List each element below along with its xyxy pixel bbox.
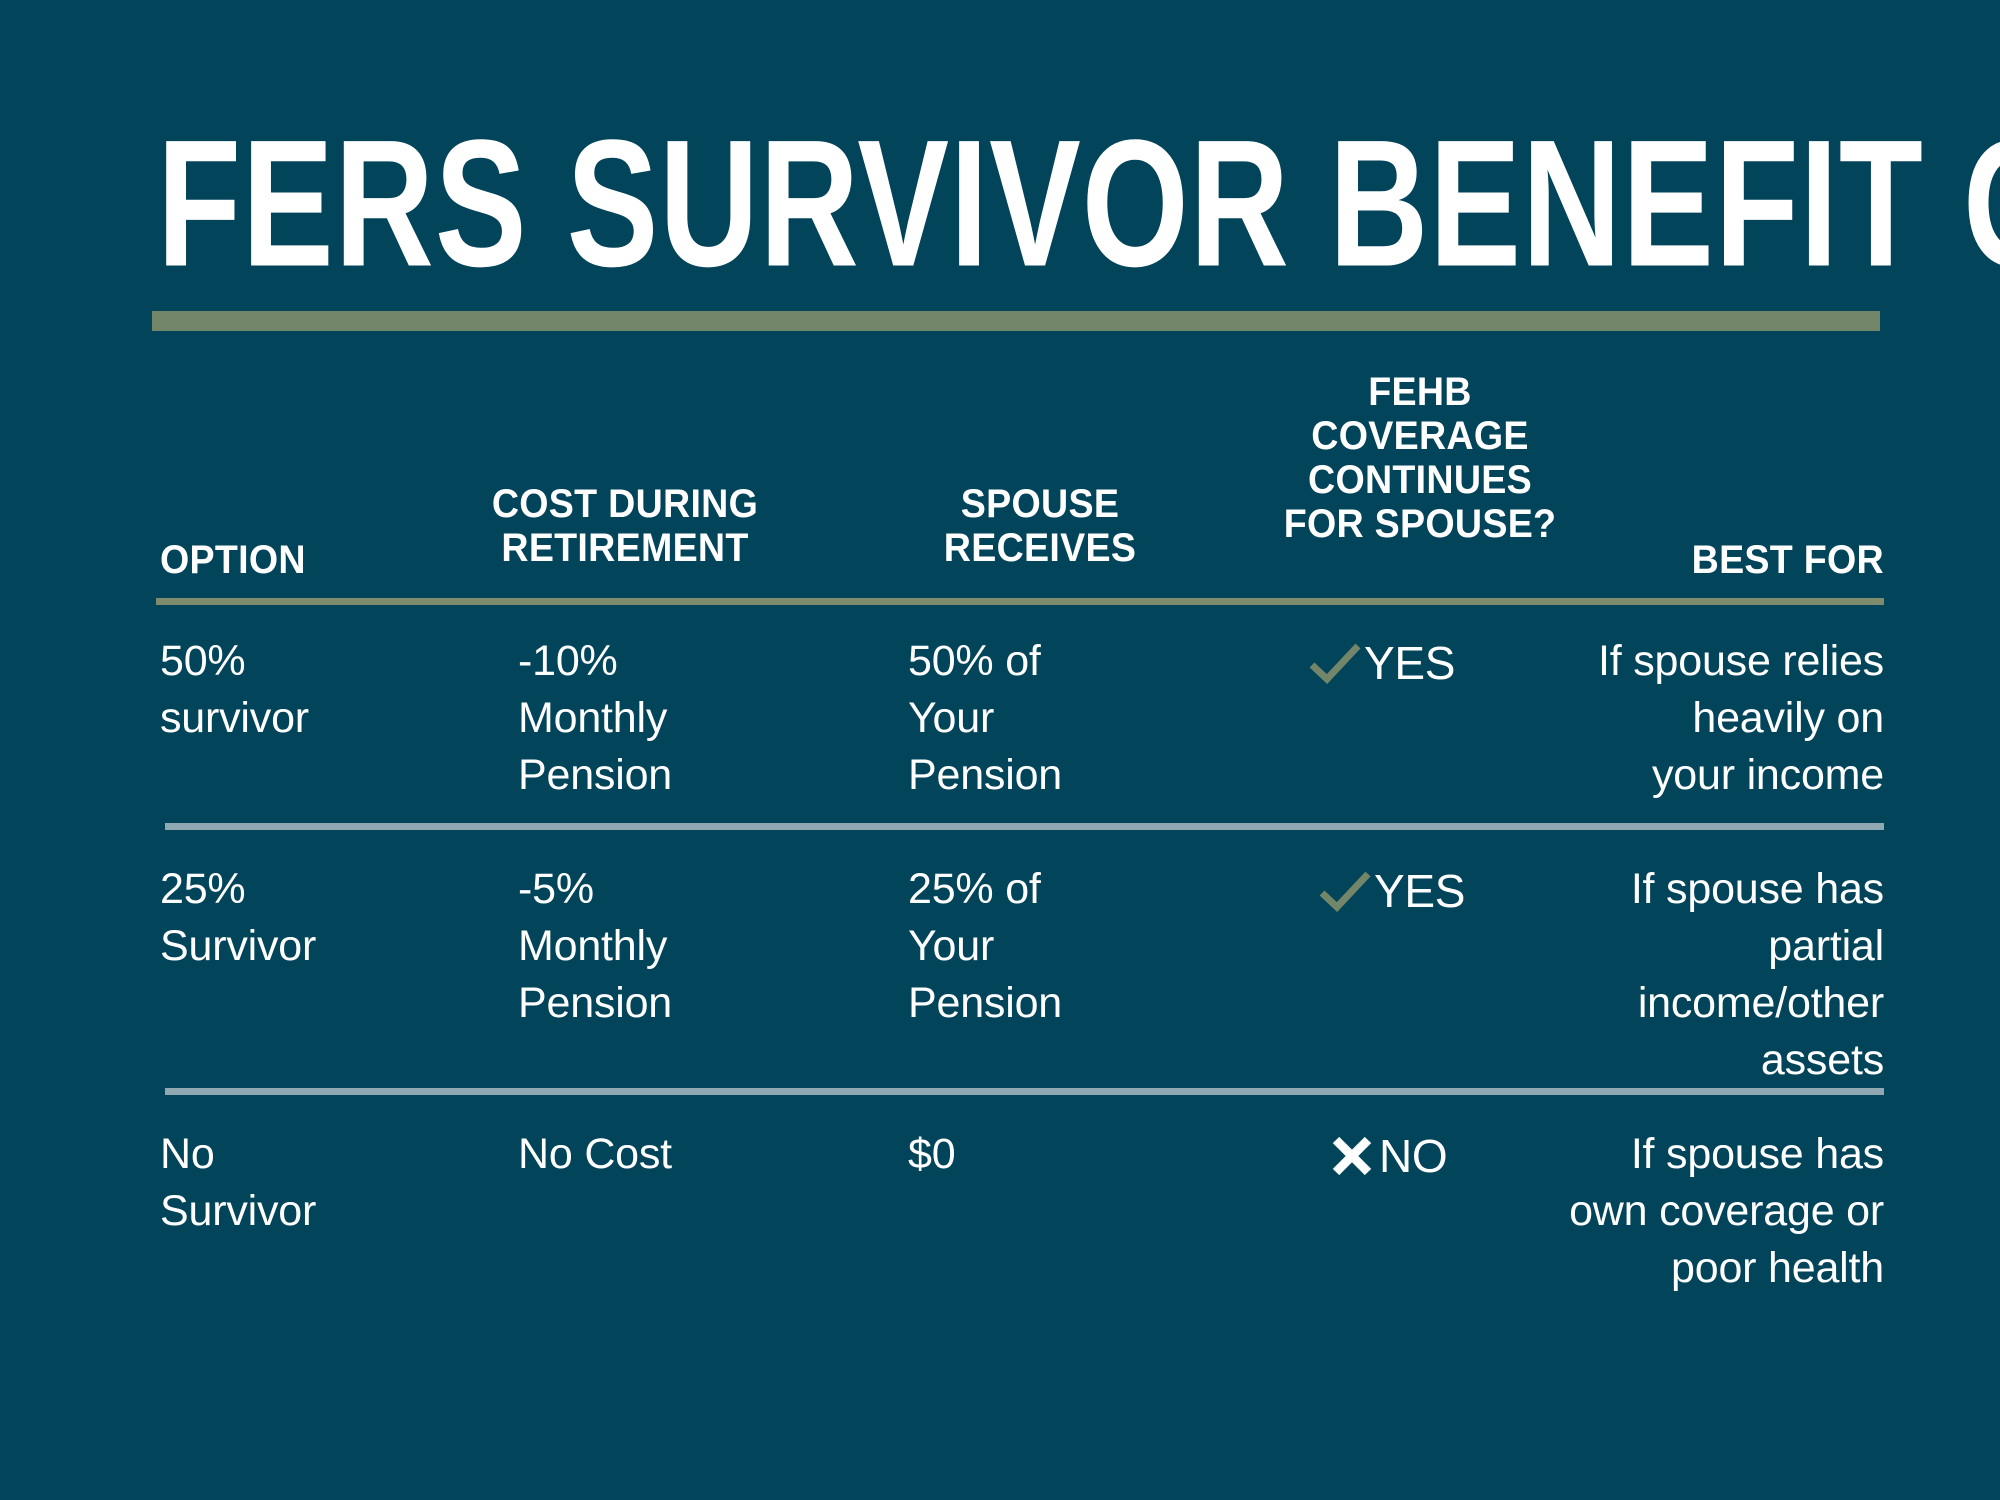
status-badge: YES <box>1308 635 1608 691</box>
status-label: YES <box>1364 637 1456 689</box>
status-label: YES <box>1374 865 1466 917</box>
table-row: No Cost <box>518 1130 672 1178</box>
column-header-best-for: BEST FOR <box>1691 538 1884 582</box>
table-row: $0 <box>908 1130 956 1178</box>
table-row: 50%survivor <box>160 637 309 742</box>
title-accent-rule <box>152 311 1880 331</box>
page-title: FERS SURVIVOR BENEFIT OPTIONS <box>157 102 2000 305</box>
column-header-option: OPTION <box>160 538 306 582</box>
row-divider <box>165 823 1884 830</box>
check-icon <box>1308 640 1362 686</box>
status-badge: YES <box>1318 863 1618 919</box>
x-icon <box>1330 1134 1374 1178</box>
header-divider <box>156 598 1884 605</box>
check-icon <box>1318 868 1372 914</box>
status-badge: NO <box>1330 1128 1630 1184</box>
table-row: 25%Survivor <box>160 865 317 970</box>
row-divider <box>165 1088 1884 1095</box>
status-label: NO <box>1379 1130 1448 1182</box>
